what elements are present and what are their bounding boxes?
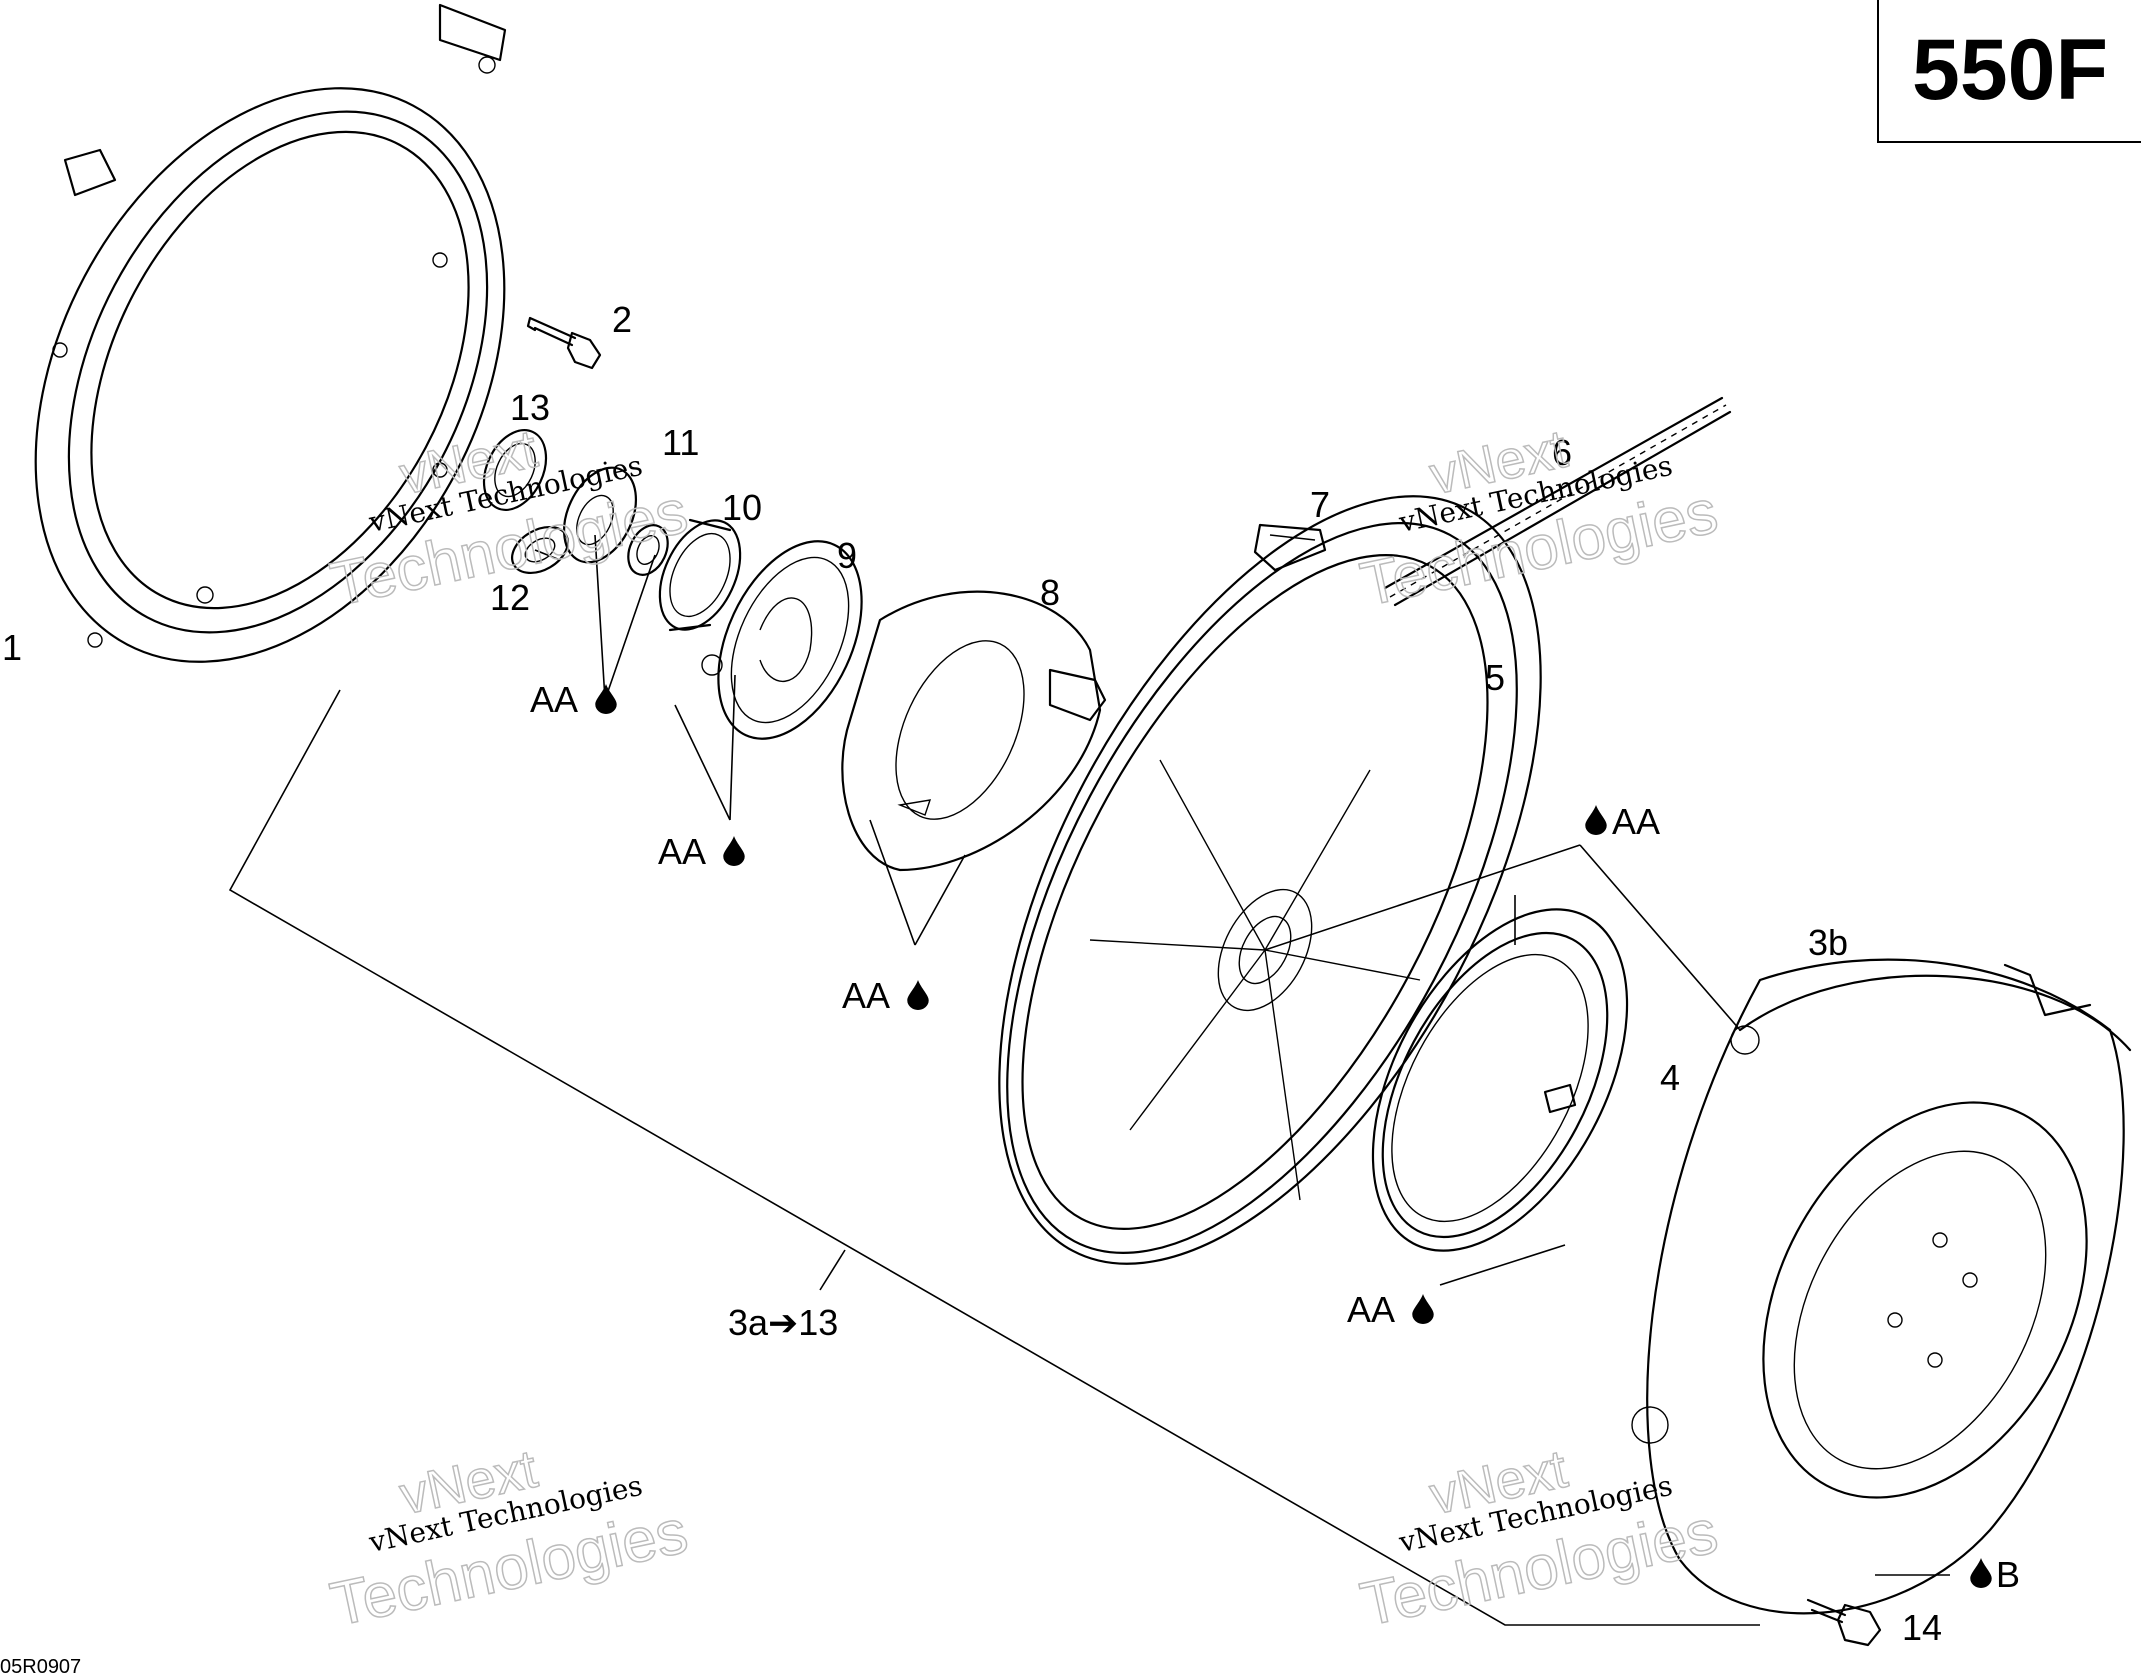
lubricant-label-aa: AA — [658, 831, 706, 872]
part-1-gasket — [34, 3, 507, 663]
callout-9: 9 — [837, 535, 857, 576]
drop-icon — [595, 684, 617, 714]
drop-icon — [1585, 805, 1607, 835]
model-code-box: 550F — [1877, 0, 2141, 143]
lubricant-label-aa: AA — [530, 679, 578, 720]
part-13-washer — [482, 429, 548, 511]
part-5-pulley — [998, 495, 1542, 1265]
watermark: vNext vNext Technologies Technologies — [324, 1438, 694, 1640]
drop-icon — [1970, 1558, 1992, 1588]
leader-lines — [534, 534, 1950, 1576]
callout-8: 8 — [1040, 572, 1060, 613]
part-14-bolt — [1806, 1598, 1882, 1647]
part-6-rope — [1383, 396, 1732, 607]
part-11-bushing — [563, 466, 669, 576]
drop-icon — [723, 836, 745, 866]
lubricant-label-aa: AA — [1347, 1289, 1395, 1330]
callout-14: 14 — [1902, 1607, 1942, 1648]
drop-icon — [1412, 1294, 1434, 1324]
part-9-spring-plate — [701, 540, 863, 740]
reference-code: 05R0907 — [0, 1656, 82, 1678]
lubricant-label-aa: AA — [842, 975, 890, 1016]
assembly-3a-bracket — [228, 689, 1760, 1626]
part-8-pawl-housing — [841, 590, 1107, 872]
callout-1: 1 — [2, 627, 22, 668]
callout-6: 6 — [1552, 432, 1572, 473]
model-code: 550F — [1911, 22, 2109, 118]
callout-3b: 3b — [1808, 922, 1848, 963]
callout-12: 12 — [490, 577, 530, 618]
watermark: vNext vNext Technologies Technologies — [1354, 1438, 1724, 1640]
watermark: vNext vNext Technologies Technologies — [1354, 418, 1724, 620]
part-12-washer — [511, 525, 569, 575]
lubricant-label-b: B — [1996, 1554, 2020, 1595]
callout-4: 4 — [1660, 1057, 1680, 1098]
callout-10: 10 — [722, 487, 762, 528]
callout-5: 5 — [1485, 657, 1505, 698]
callout-11: 11 — [662, 422, 699, 463]
part-10-sleeve — [658, 518, 742, 632]
drop-icon — [907, 980, 929, 1010]
callout-2: 2 — [612, 299, 632, 340]
part-2-bolt — [526, 316, 602, 370]
callout-7: 7 — [1310, 484, 1330, 525]
watermark: vNext vNext Technologies Technologies — [324, 418, 694, 620]
lubricant-label-aa: AA — [1612, 801, 1660, 842]
callout-13: 13 — [510, 387, 550, 428]
callout-3a: 3a➔13 — [728, 1302, 838, 1343]
part-4-spring — [1371, 908, 1629, 1252]
part-3b-housing — [1631, 958, 2132, 1615]
